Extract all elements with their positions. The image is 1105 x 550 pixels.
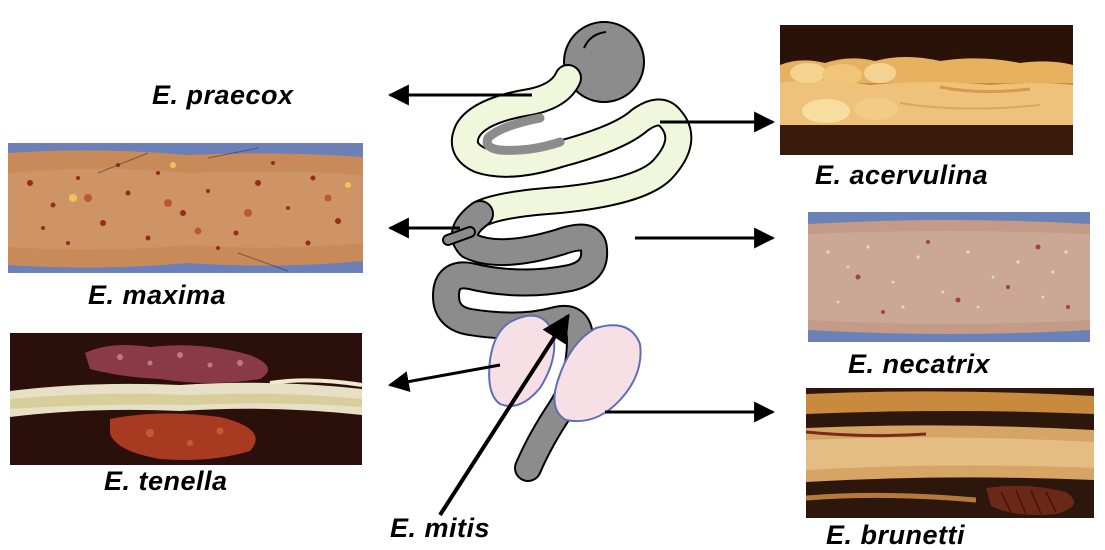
arrow-tenella bbox=[390, 365, 500, 385]
label-tenella: E. tenella bbox=[104, 468, 228, 495]
label-maxima: E. maxima bbox=[88, 282, 226, 309]
label-acervulina: E. acervulina bbox=[815, 162, 988, 189]
label-brunetti: E. brunetti bbox=[826, 522, 965, 549]
label-mitis: E. mitis bbox=[390, 515, 490, 542]
label-necatrix: E. necatrix bbox=[848, 351, 990, 378]
label-praecox: E. praecox bbox=[152, 82, 294, 109]
